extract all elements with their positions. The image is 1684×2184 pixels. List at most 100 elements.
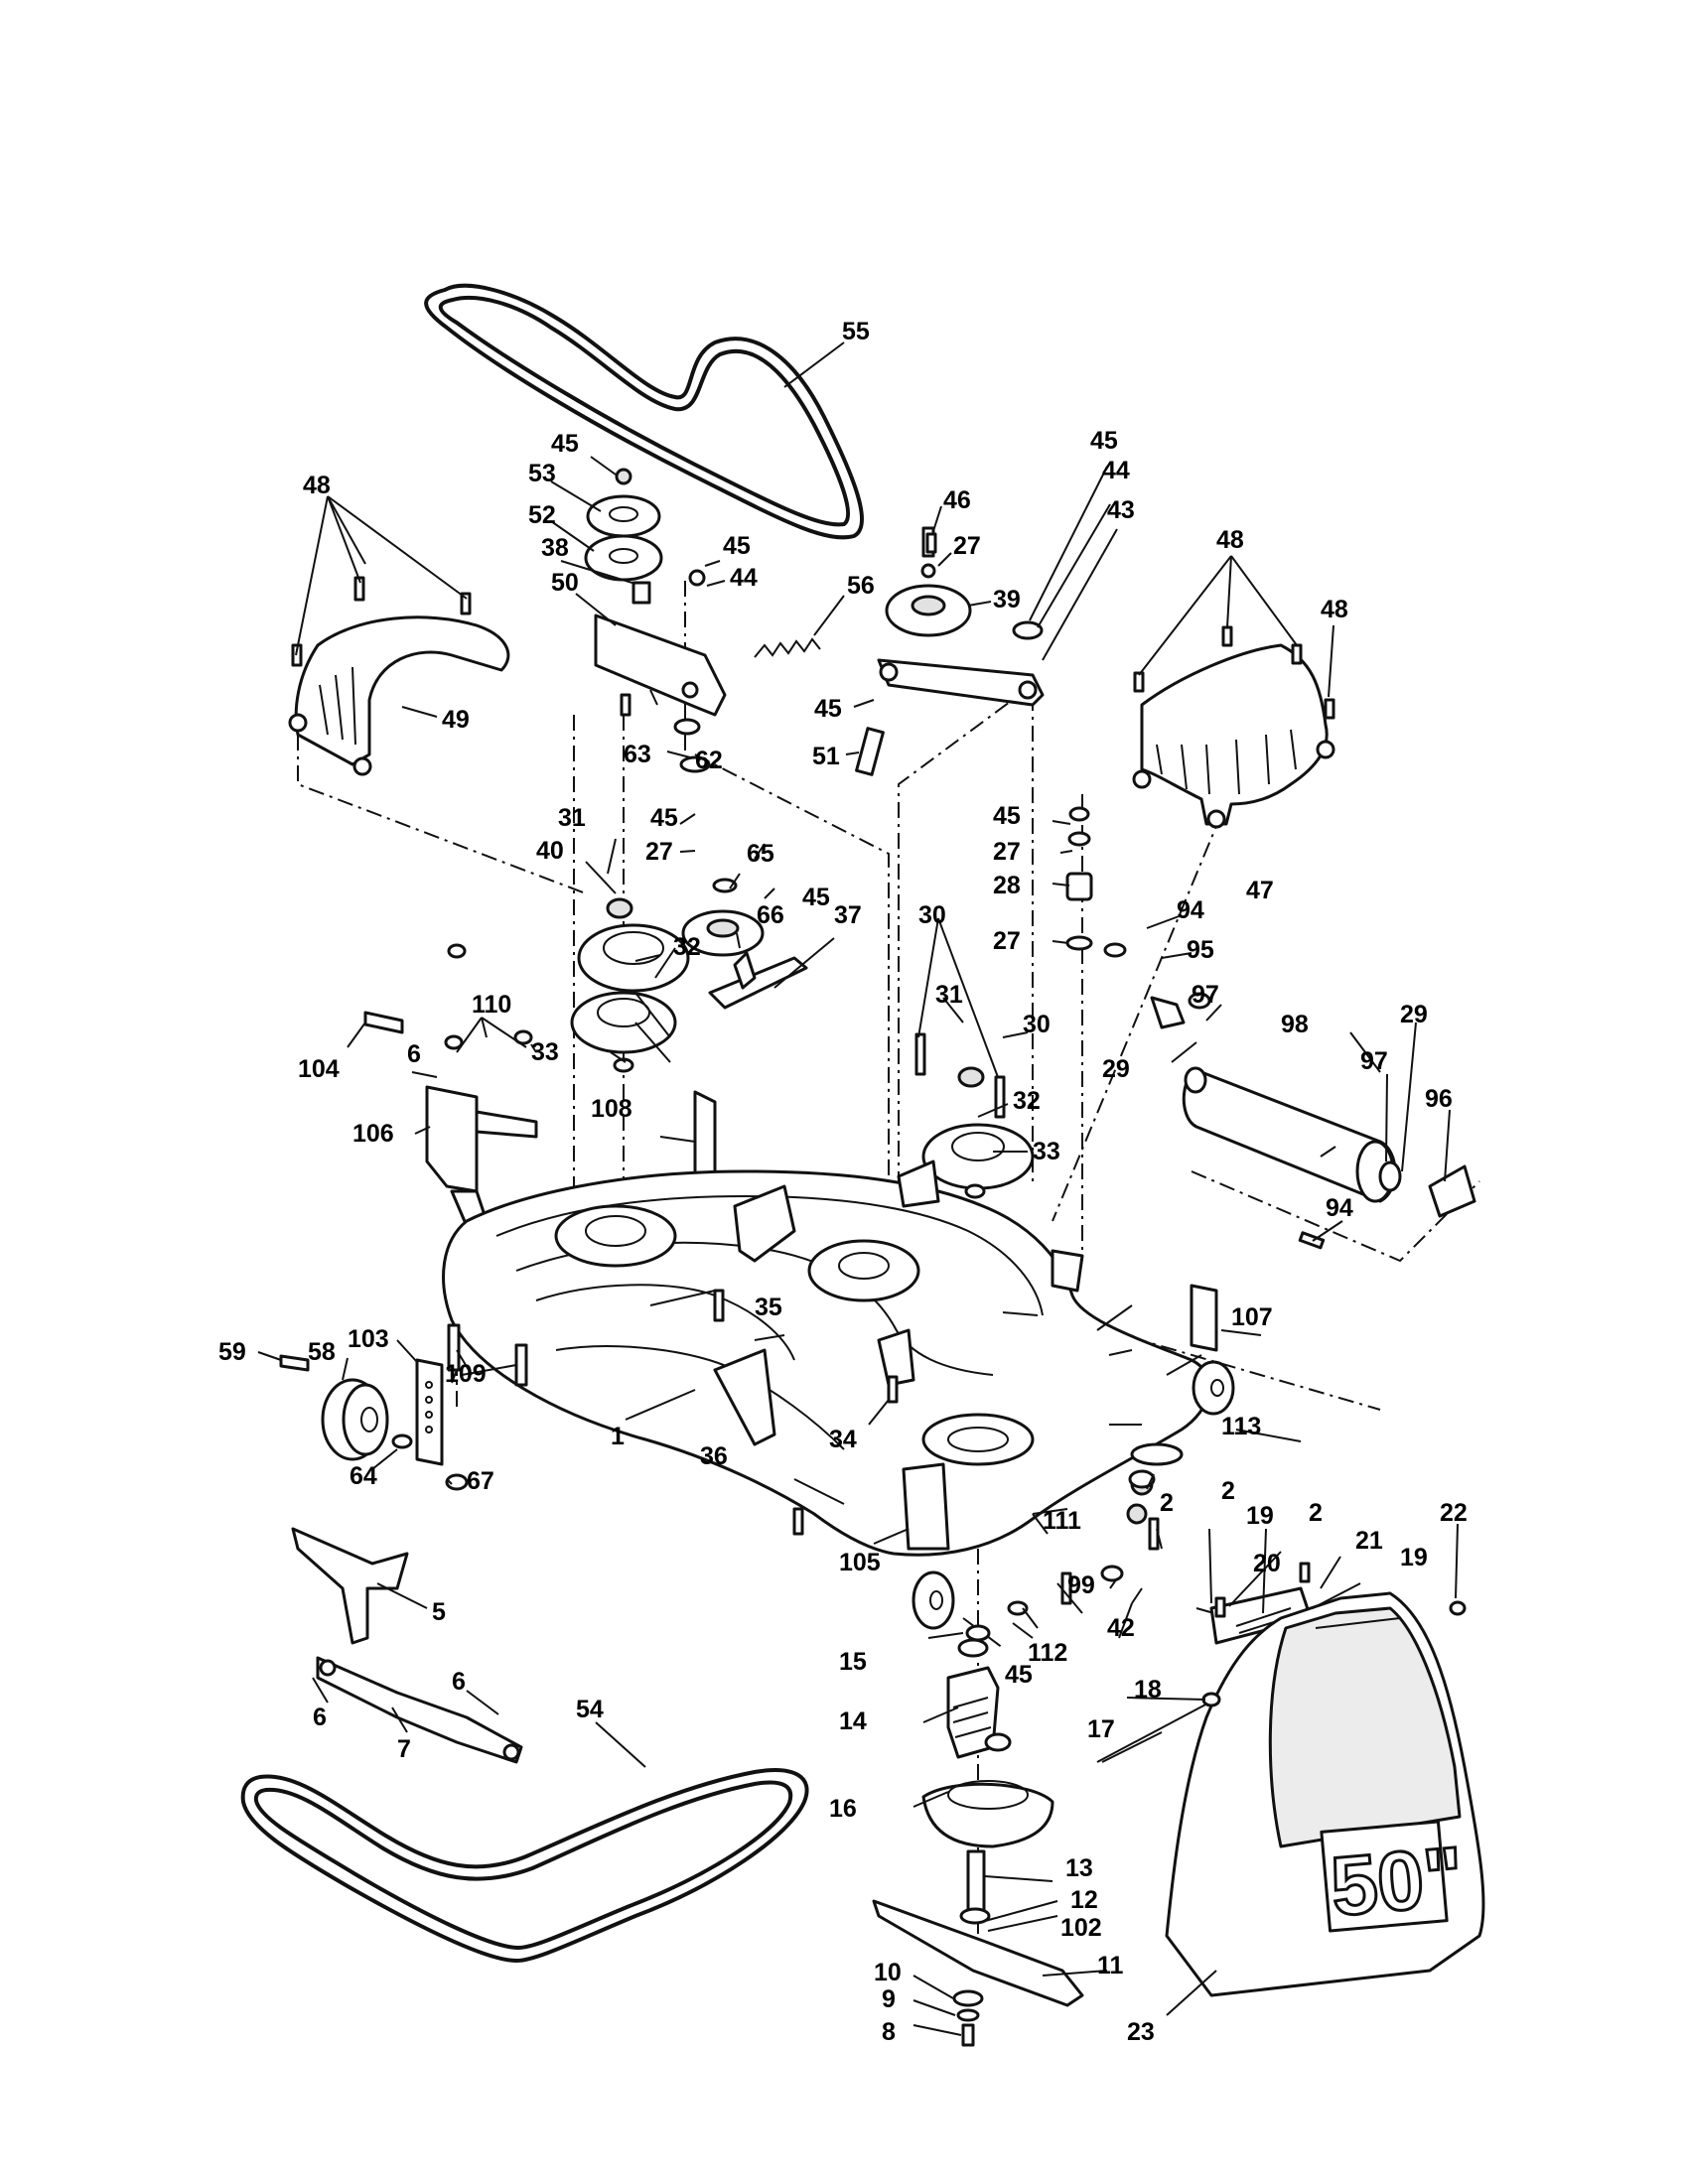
label-19: 19 — [1400, 1544, 1428, 1571]
label-14: 14 — [839, 1707, 867, 1735]
label-96: 96 — [1425, 1085, 1453, 1113]
label-49: 49 — [442, 706, 470, 734]
label-31: 31 — [558, 804, 586, 832]
label-97: 97 — [1360, 1047, 1388, 1075]
label-8: 8 — [882, 2018, 896, 2046]
label-21: 21 — [1355, 1527, 1383, 1555]
mower-deck-1 — [442, 1160, 1211, 1557]
label-109: 109 — [445, 1360, 487, 1388]
label-30: 30 — [1023, 1011, 1051, 1038]
label-6: 6 — [313, 1704, 327, 1731]
label-20: 20 — [1253, 1550, 1281, 1577]
label-102: 102 — [1060, 1914, 1102, 1942]
label-27: 27 — [953, 532, 981, 560]
label-9: 9 — [882, 1985, 896, 2013]
label-45: 45 — [1005, 1661, 1033, 1689]
label-32: 32 — [1013, 1087, 1041, 1115]
label-45: 45 — [993, 802, 1021, 830]
label-7: 7 — [397, 1735, 411, 1763]
label-107: 107 — [1231, 1303, 1273, 1331]
label-6: 6 — [407, 1040, 421, 1068]
label-50: 50 — [551, 569, 579, 597]
label-16: 16 — [829, 1795, 857, 1823]
label-63: 63 — [624, 741, 651, 768]
label-66: 66 — [757, 901, 784, 929]
label-32: 32 — [673, 933, 701, 961]
label-104: 104 — [298, 1055, 340, 1083]
label-94: 94 — [1177, 896, 1204, 924]
label-103: 103 — [348, 1325, 389, 1353]
discharge-chute-23: 50" — [1096, 1591, 1485, 1997]
label-15: 15 — [839, 1648, 867, 1676]
label-53: 53 — [528, 460, 556, 487]
brackets — [291, 581, 1313, 1764]
label-45: 45 — [723, 532, 751, 560]
label-39: 39 — [993, 586, 1021, 614]
shield-marking: 50" — [1328, 1829, 1468, 1933]
label-19: 19 — [1246, 1502, 1274, 1530]
label-54: 54 — [576, 1696, 604, 1723]
label-31: 31 — [935, 981, 963, 1009]
label-51: 51 — [812, 743, 840, 770]
label-2: 2 — [1309, 1499, 1323, 1527]
label-30: 30 — [918, 901, 946, 929]
label-62: 62 — [695, 747, 723, 774]
label-27: 27 — [993, 927, 1021, 955]
label-29: 29 — [1102, 1055, 1130, 1083]
label-11: 11 — [1097, 1952, 1124, 1979]
belt-guard-49 — [288, 615, 510, 776]
label-6: 6 — [452, 1668, 466, 1696]
label-27: 27 — [993, 838, 1021, 866]
belt-guard-47 — [1132, 643, 1335, 829]
label-106: 106 — [352, 1120, 394, 1148]
label-40: 40 — [536, 837, 564, 865]
label-45: 45 — [1090, 427, 1118, 455]
label-37: 37 — [834, 901, 862, 929]
label-110: 110 — [472, 991, 511, 1019]
label-27: 27 — [645, 838, 673, 866]
label-46: 46 — [943, 486, 971, 514]
label-64: 64 — [350, 1462, 377, 1490]
label-43: 43 — [1107, 496, 1135, 524]
label-1: 1 — [611, 1423, 625, 1450]
label-5: 5 — [432, 1598, 446, 1626]
label-98: 98 — [1281, 1011, 1309, 1038]
label-48: 48 — [1321, 596, 1348, 623]
label-18: 18 — [1134, 1676, 1162, 1704]
label-2: 2 — [1160, 1489, 1174, 1517]
spindle-blade-assembly — [872, 1638, 1084, 2047]
label-33: 33 — [531, 1038, 559, 1066]
label-55: 55 — [842, 318, 870, 345]
label-29: 29 — [1400, 1001, 1428, 1028]
label-34: 34 — [829, 1426, 857, 1453]
label-67: 67 — [467, 1467, 494, 1495]
idler-pulleys-upper — [570, 468, 1093, 1199]
callout-labels: 55 45 53 52 38 50 45 44 56 46 27 39 45 4… — [218, 318, 1468, 2046]
label-17: 17 — [1087, 1715, 1115, 1743]
label-108: 108 — [591, 1095, 632, 1123]
label-22: 22 — [1440, 1499, 1468, 1527]
label-113: 113 — [1221, 1413, 1261, 1440]
label-47: 47 — [1246, 877, 1274, 904]
label-13: 13 — [1065, 1854, 1093, 1882]
label-23: 23 — [1127, 2018, 1155, 2046]
label-10: 10 — [874, 1959, 902, 1986]
leader-lines — [257, 341, 1459, 2036]
label-59: 59 — [218, 1338, 246, 1366]
label-44: 44 — [1102, 457, 1130, 484]
label-94: 94 — [1326, 1194, 1353, 1222]
label-28: 28 — [993, 872, 1021, 899]
gauge-wheels — [321, 1360, 1235, 1630]
label-35: 35 — [755, 1294, 782, 1321]
label-33: 33 — [1033, 1138, 1060, 1165]
label-48: 48 — [1216, 526, 1244, 554]
label-2: 2 — [1221, 1477, 1235, 1505]
label-65: 65 — [747, 840, 774, 868]
roller-98 — [1150, 996, 1476, 1218]
label-99: 99 — [1067, 1571, 1095, 1599]
label-112: 112 — [1028, 1639, 1067, 1667]
label-42: 42 — [1107, 1614, 1135, 1642]
label-44: 44 — [730, 564, 758, 592]
label-45: 45 — [551, 430, 579, 458]
label-45: 45 — [650, 804, 678, 832]
